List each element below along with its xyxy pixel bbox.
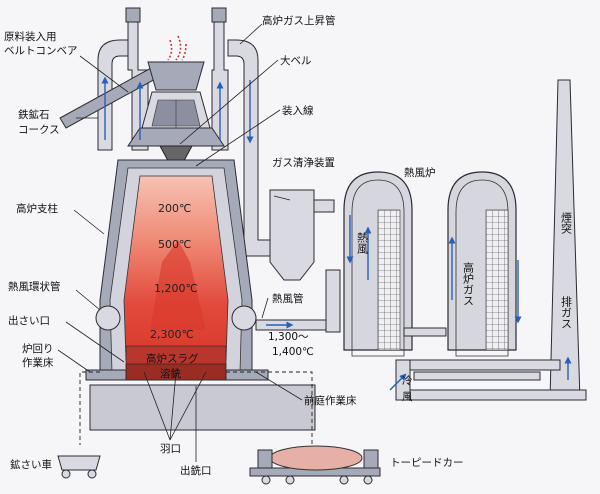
label-taphole: 出銑口 [180, 464, 212, 477]
label-ore: 鉄鉱石 [18, 108, 50, 121]
label-exhaust: 排ガス [560, 295, 573, 329]
iron-tap-line [226, 371, 313, 445]
foundation [89, 384, 316, 431]
label-bf-gas-vertical: 高炉ガス [462, 261, 475, 306]
gas-cleaner [269, 189, 335, 281]
platform-right [225, 369, 269, 381]
bustle-pipe-left [95, 305, 121, 331]
label-blast-temp-1: 1,300〜 [268, 331, 309, 343]
temp-200: 200℃ [158, 202, 191, 215]
label-stack: 煙突 [560, 212, 573, 234]
flow-arrows [101, 76, 572, 391]
furnace-shell [99, 159, 253, 381]
label-hot-air-vertical: 熱風 [356, 232, 369, 255]
label-hot-stove: 熱風炉 [404, 166, 436, 179]
platform-left [85, 369, 127, 381]
temp-500: 500℃ [158, 238, 191, 251]
label-bustle-pipe: 熱風環状管 [8, 280, 61, 293]
label-slag-car: 鉱さい車 [10, 458, 52, 471]
label-conveyor-2: ベルトコンベア [4, 45, 78, 57]
label-conveyor-1: 原料装入用 [4, 30, 57, 43]
label-slag: 高炉スラグ [146, 352, 199, 365]
label-blast-temp-2: 1,400℃ [272, 346, 314, 358]
temp-1200: 1,200℃ [154, 282, 198, 295]
label-cold-1: 冷 [402, 374, 413, 387]
label-gas-cleaner: ガス清浄装置 [272, 156, 335, 169]
torpedo-car [249, 445, 381, 485]
label-cast-floor-1: 炉回り [22, 343, 54, 355]
label-tuyere: 羽口 [160, 443, 181, 455]
label-front-floor: 前庭作業床 [304, 394, 357, 407]
furnace-top [127, 35, 225, 169]
smokestack [549, 79, 581, 401]
slag-car [57, 455, 101, 479]
label-uptake: 高炉ガス上昇管 [262, 14, 336, 27]
temp-2300: 2,300℃ [150, 328, 194, 341]
label-pig-iron: 溶銑 [160, 367, 181, 380]
leader-lines [57, 23, 303, 462]
label-torpedo: トーピードカー [390, 457, 464, 469]
label-cast-floor-2: 作業床 [22, 356, 54, 369]
temperature-labels: 200℃ 500℃ 1,200℃ 2,300℃ [150, 202, 198, 341]
label-cold-2: 風 [402, 391, 413, 403]
label-bell: 大ベル [280, 54, 312, 67]
label-column: 高炉支柱 [16, 202, 58, 215]
hot-stove-1 [343, 171, 413, 357]
label-slag-outlet: 出さい口 [8, 314, 50, 327]
label-hot-blast-main: 熱風管 [272, 292, 304, 305]
label-charge-line: 装入線 [282, 104, 314, 117]
label-coke: コークス [18, 124, 60, 136]
labels: 原料装入用 ベルトコンベア 鉄鉱石 コークス 高炉支柱 熱風環状管 出さい口 炉… [4, 14, 573, 477]
hot-stove-2 [447, 171, 517, 357]
bustle-pipe-right [231, 305, 257, 331]
